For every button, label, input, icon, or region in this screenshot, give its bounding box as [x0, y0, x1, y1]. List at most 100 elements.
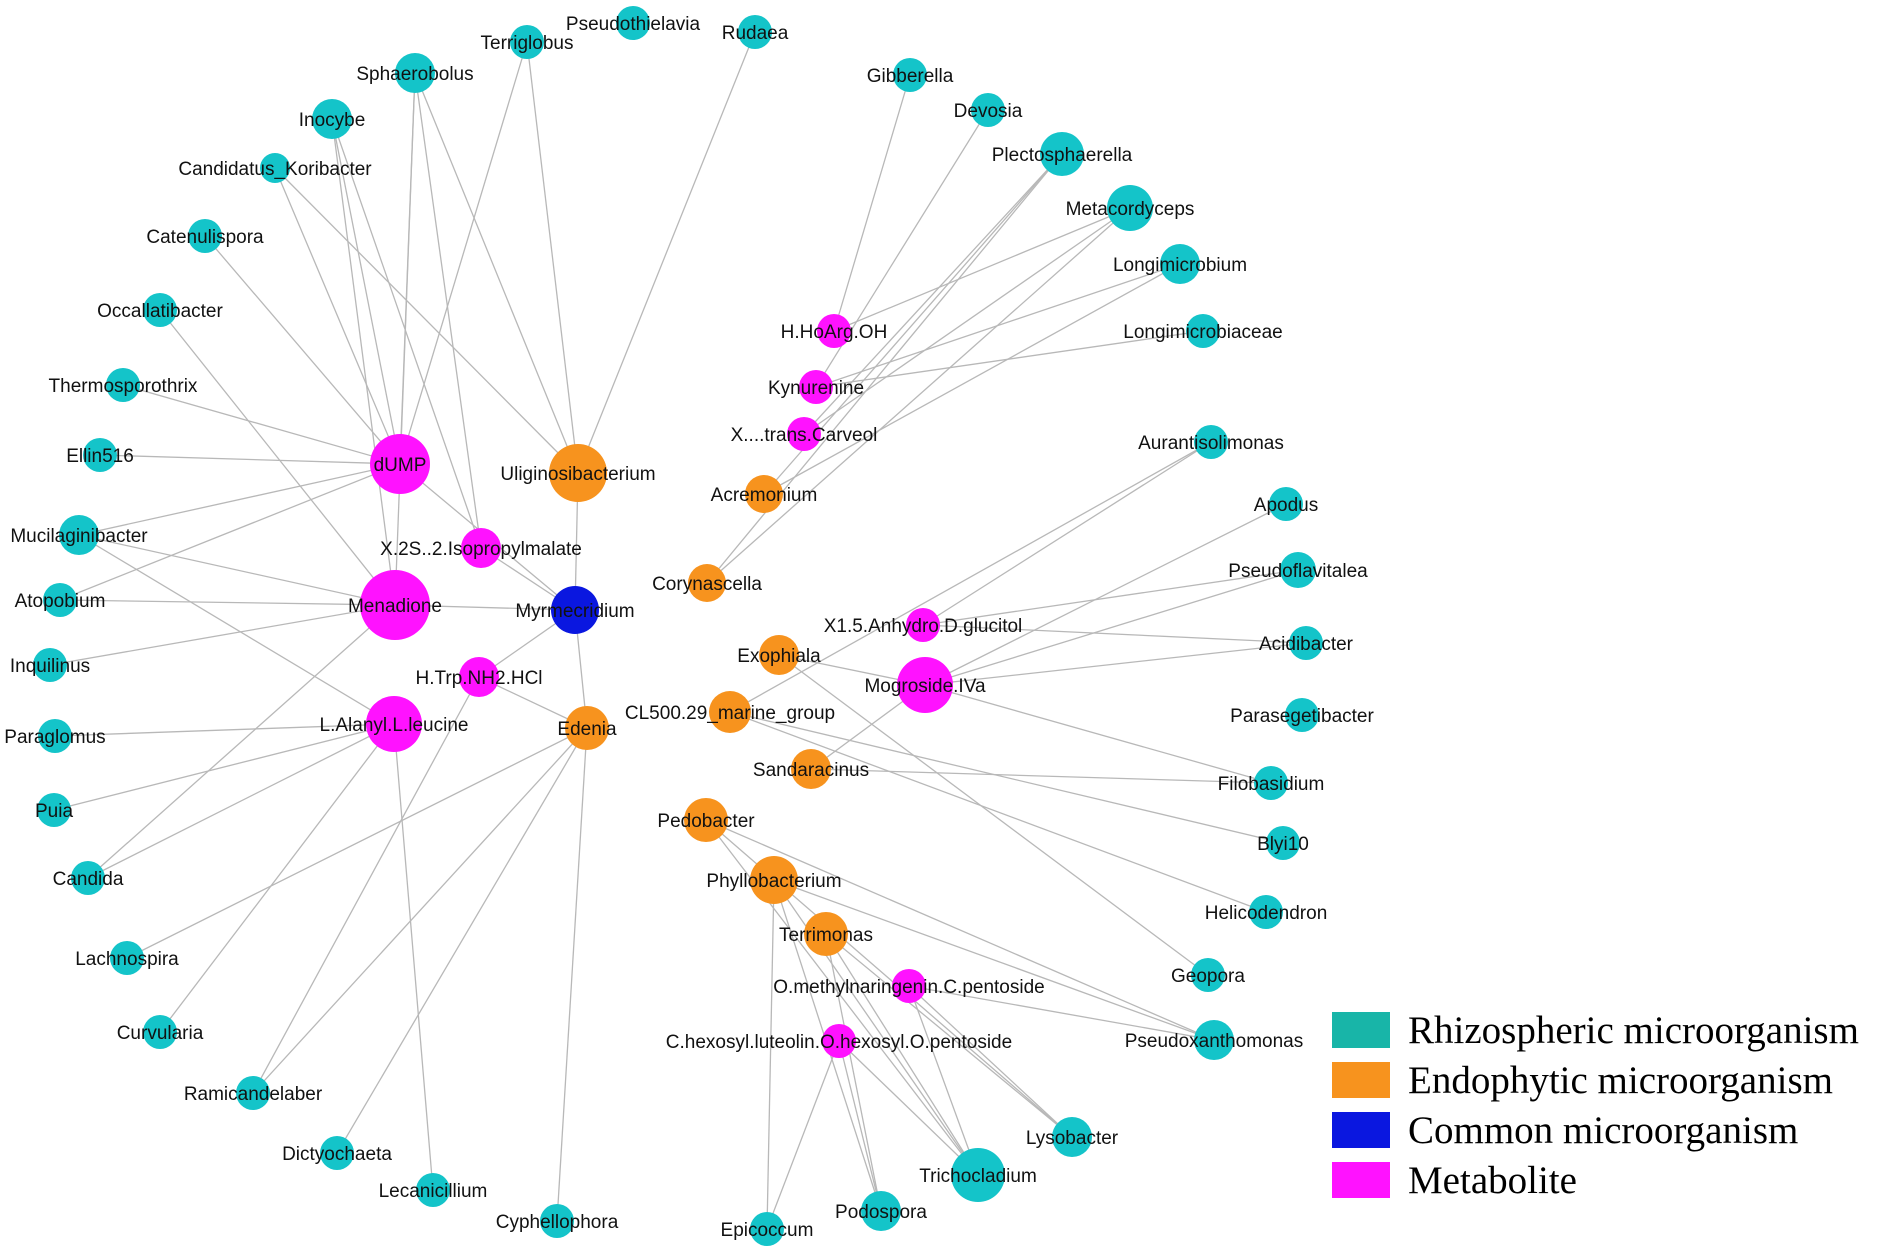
- node-circle-exophiala: [759, 635, 799, 675]
- nodes-layer: MyrmecridiumUliginosibacteriumEdeniaAcre…: [4, 6, 1374, 1246]
- node-exophiala: Exophiala: [737, 635, 821, 675]
- edge-dump-atopobium: [59, 463, 401, 601]
- node-dump: dUMP: [370, 434, 430, 494]
- edge-uliginosibacterium-sphaerobolus: [414, 72, 579, 474]
- node-filobasidium: Filobasidium: [1218, 766, 1325, 800]
- node-label-ellin516: Ellin516: [66, 446, 134, 467]
- node-circle-helicodendron: [1249, 895, 1283, 929]
- edge-menadione-candida: [87, 604, 396, 879]
- edge-alanyl-candida: [87, 723, 395, 879]
- node-label-edenia: Edenia: [557, 719, 617, 740]
- edge-edenia-lachnospira: [126, 727, 588, 959]
- edge-anhydro-acidibacter: [922, 624, 1307, 644]
- node-thermosporothrix: Thermosporothrix: [49, 368, 198, 402]
- edge-corynascella-metacordyceps: [706, 207, 1131, 584]
- node-label-mogroside: Mogroside.IVa: [864, 676, 986, 697]
- node-pseudoflavitalea: Pseudoflavitalea: [1228, 552, 1368, 588]
- edge-menadione-occallatibacter: [159, 309, 396, 606]
- edge-uliginosibacterium-koribacter: [274, 167, 579, 474]
- node-label-isopropylmalate: X.2S..2.Isopropylmalate: [380, 539, 582, 560]
- node-terrimonas: Terrimonas: [779, 912, 873, 956]
- node-circle-pedobacter: [684, 798, 728, 842]
- node-circle-lecanicillium: [416, 1173, 450, 1207]
- node-label-geopora: Geopora: [1171, 966, 1245, 987]
- node-label-alanyl: L.Alanyl.L.leucine: [320, 715, 469, 736]
- node-label-thermosporothrix: Thermosporothrix: [49, 376, 198, 397]
- node-label-inocybe: Inocybe: [299, 110, 366, 131]
- node-apodus: Apodus: [1254, 487, 1318, 521]
- node-isopropylmalate: X.2S..2.Isopropylmalate: [380, 528, 582, 568]
- node-carveol: X....trans.Carveol: [731, 417, 877, 451]
- node-label-dictyochaeta: Dictyochaeta: [282, 1144, 392, 1165]
- edge-terrimonas-trichocladium: [825, 933, 979, 1176]
- node-label-myrmecridium: Myrmecridium: [515, 601, 634, 622]
- node-circle-uliginosibacterium: [549, 444, 607, 502]
- node-circle-edenia: [565, 706, 609, 750]
- edge-mogroside-apodus: [924, 503, 1287, 686]
- node-label-terriglobus: Terriglobus: [481, 33, 574, 54]
- node-circle-carveol: [787, 417, 821, 451]
- node-koribacter: Candidatus_Koribacter: [178, 153, 372, 183]
- node-cl500: CL500.29_marine_group: [625, 691, 835, 733]
- edge-dump-thermosporothrix: [122, 384, 401, 465]
- node-circle-atopobium: [43, 583, 77, 617]
- node-pseudothielavia: Pseudothielavia: [566, 6, 701, 40]
- node-occallatibacter: Occallatibacter: [97, 293, 223, 327]
- node-circle-myrmecridium: [551, 586, 599, 634]
- edge-sandaracinus-filobasidium: [810, 768, 1272, 784]
- node-circle-acidibacter: [1289, 626, 1323, 660]
- node-label-longimicrobium: Longimicrobium: [1113, 255, 1247, 276]
- node-label-omethyl: O.methylnaringenin.C.pentoside: [773, 977, 1044, 998]
- node-anhydro: X1.5.Anhydro.D.glucitol: [824, 608, 1022, 642]
- edge-cl500-blyi10: [729, 711, 1284, 844]
- node-myrmecridium: Myrmecridium: [515, 586, 635, 634]
- legend-item-common: Common microorganism: [1332, 1105, 1859, 1155]
- edge-menadione-sphaerobolus: [394, 72, 416, 606]
- edge-chexosyl-trichocladium: [838, 1040, 979, 1176]
- node-circle-mogroside: [897, 657, 953, 713]
- node-circle-geopora: [1191, 958, 1225, 992]
- node-circle-acremonium: [745, 475, 783, 513]
- node-metacordyceps: Metacordyceps: [1066, 185, 1194, 231]
- node-label-hhoarg: H.HoArg.OH: [781, 322, 888, 343]
- node-circle-longimicrobiaceae: [1186, 314, 1220, 348]
- node-circle-paraglomus: [38, 719, 72, 753]
- node-sandaracinus: Sandaracinus: [753, 749, 869, 789]
- legend-swatch-common: [1332, 1112, 1390, 1148]
- node-label-filobasidium: Filobasidium: [1218, 774, 1325, 795]
- edge-terrimonas-podospora: [825, 933, 882, 1212]
- node-plectosphaerella: Plectosphaerella: [992, 132, 1133, 176]
- node-atopobium: Atopobium: [15, 583, 105, 617]
- edge-menadione-mucilaginibacter: [78, 534, 396, 606]
- node-circle-pseudoflavitalea: [1280, 552, 1316, 588]
- edge-htrp-ramicandelaber: [252, 676, 480, 1094]
- node-circle-menadione: [360, 570, 430, 640]
- node-circle-omethyl: [892, 969, 926, 1003]
- node-circle-podospora: [861, 1191, 901, 1231]
- edge-hhoarg-gibberella: [833, 74, 911, 332]
- node-circle-occallatibacter: [143, 293, 177, 327]
- node-circle-hhoarg: [817, 314, 851, 348]
- node-circle-dictyochaeta: [320, 1136, 354, 1170]
- legend-swatch-metabolite: [1332, 1162, 1390, 1198]
- node-label-curvularia: Curvularia: [117, 1023, 204, 1044]
- node-sphaerobolus: Sphaerobolus: [356, 53, 474, 93]
- edge-uliginosibacterium-rudaea: [577, 31, 756, 474]
- edge-menadione-atopobium: [59, 599, 396, 606]
- node-label-parasegetibacter: Parasegetibacter: [1230, 706, 1374, 727]
- node-trichocladium: Trichocladium: [919, 1148, 1037, 1202]
- node-circle-rudaea: [738, 15, 772, 49]
- edge-terrimonas-lysobacter: [825, 933, 1073, 1138]
- node-circle-terriglobus: [510, 25, 544, 59]
- node-circle-aurantisolimonas: [1194, 425, 1228, 459]
- node-lecanicillium: Lecanicillium: [379, 1173, 487, 1207]
- node-label-paraglomus: Paraglomus: [4, 727, 105, 748]
- node-geopora: Geopora: [1171, 958, 1245, 992]
- node-paraglomus: Paraglomus: [4, 719, 106, 753]
- node-circle-longimicrobium: [1160, 244, 1200, 284]
- node-circle-pseudoxanthomonas: [1194, 1020, 1234, 1060]
- node-puia: Puia: [35, 793, 73, 827]
- edge-phyllobacterium-pseudoxanthomonas: [773, 879, 1215, 1041]
- legend-item-rhizospheric: Rhizospheric microorganism: [1332, 1005, 1859, 1055]
